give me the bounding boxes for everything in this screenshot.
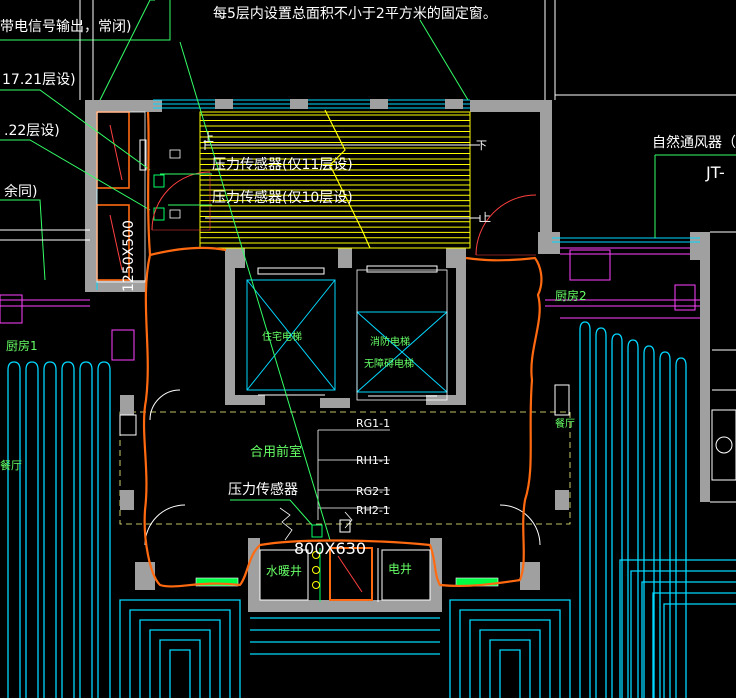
heating-loop — [7, 361, 21, 698]
electric-shaft-label: 电井 — [388, 562, 413, 576]
heating-loop — [459, 609, 561, 698]
bottom-shafts — [259, 519, 431, 602]
duct-lines — [0, 247, 700, 361]
heating-loop — [43, 361, 57, 698]
heating-loop — [663, 603, 736, 698]
left-note-3: .22层设) — [4, 123, 60, 139]
neighbor-walls — [0, 0, 736, 503]
heating-loop — [169, 649, 191, 698]
heating-loop — [119, 599, 241, 698]
natural-vent-label: 自然通风器（余 — [652, 135, 736, 151]
duct-size-left: 1250X500 — [121, 220, 137, 292]
left-note-2: 17.21层设) — [2, 72, 76, 88]
elevator-1-label: 住宅电梯 — [262, 332, 302, 343]
elevator-right — [356, 265, 448, 401]
stair-up-mark-2: 上 — [480, 211, 491, 224]
heating-loop — [643, 345, 655, 698]
rh1-tag: RH1-1 — [356, 454, 390, 467]
heating-loop — [499, 649, 521, 698]
heating-loop — [479, 629, 541, 698]
stair-up-mark: 上 — [203, 131, 214, 144]
heating-loop — [139, 619, 221, 698]
stair-treads — [200, 114, 470, 244]
riser-lines — [279, 429, 390, 541]
heating-loop — [159, 639, 201, 698]
right-room-label: 餐厅 — [555, 419, 575, 430]
heating-loop — [630, 570, 736, 698]
heating-loop — [611, 333, 623, 698]
leader-lines — [0, 0, 736, 541]
heating-loop — [595, 327, 607, 698]
heating-loop — [149, 629, 211, 698]
heating-loop — [652, 592, 736, 698]
rg1-tag: RG1-1 — [356, 417, 391, 430]
jt-tag: JT- — [706, 163, 725, 182]
heating-loop — [449, 599, 571, 698]
pressure-sensor-label: 压力传感器 — [228, 482, 298, 498]
water-shaft-label: 水暖井 — [266, 564, 303, 578]
heating-loop — [469, 619, 551, 698]
kitchen-left-label: 厨房1 — [6, 339, 38, 353]
stair-outline — [199, 111, 471, 249]
rg2-tag: RG2-1 — [356, 485, 391, 498]
floor-heating-pipes — [7, 321, 736, 698]
heating-loop — [97, 361, 111, 698]
pressure-sensor-10-label: 压力传感器(仅10层设) — [212, 190, 353, 206]
stair-break-line — [324, 109, 371, 249]
heating-loop — [25, 361, 39, 698]
heating-loop — [675, 357, 687, 698]
heating-loop — [489, 639, 531, 698]
left-note-4: 余同) — [4, 184, 38, 200]
duct-size-bottom: 800X630 — [294, 539, 367, 558]
heating-loop — [79, 361, 93, 698]
left-note-1: 带电信号输出，常闭) — [0, 19, 132, 35]
heating-loop — [627, 339, 639, 698]
rh2-tag: RH2-1 — [356, 504, 390, 517]
elevator-2-label: 消防电梯 — [370, 337, 410, 348]
heating-loop — [659, 351, 671, 698]
elevator-left — [246, 267, 336, 396]
kitchen-right-label: 厨房2 — [555, 289, 587, 303]
radiator-pads — [195, 577, 499, 587]
stair-down-mark: 下 — [476, 139, 487, 152]
left-room-label: 餐厅 — [0, 459, 22, 472]
heating-loop — [619, 559, 736, 698]
window-sash-marks — [215, 99, 463, 109]
heating-loop — [641, 581, 736, 698]
heating-loop — [129, 609, 231, 698]
shared-lobby-label: 合用前室 — [250, 445, 303, 460]
top-note: 每5层内设置总面积不小于2平方米的固定窗。 — [213, 6, 497, 22]
heating-loop — [61, 361, 75, 698]
smoke-zone-boundary — [142, 111, 543, 588]
heating-loop — [579, 321, 591, 698]
door-swings — [144, 171, 541, 546]
pressure-sensor-11-label: 压力传感器(仅11层设) — [212, 157, 353, 173]
elevator-2b-label: 无障碍电梯 — [364, 359, 414, 370]
dashed-boundary — [119, 411, 571, 525]
